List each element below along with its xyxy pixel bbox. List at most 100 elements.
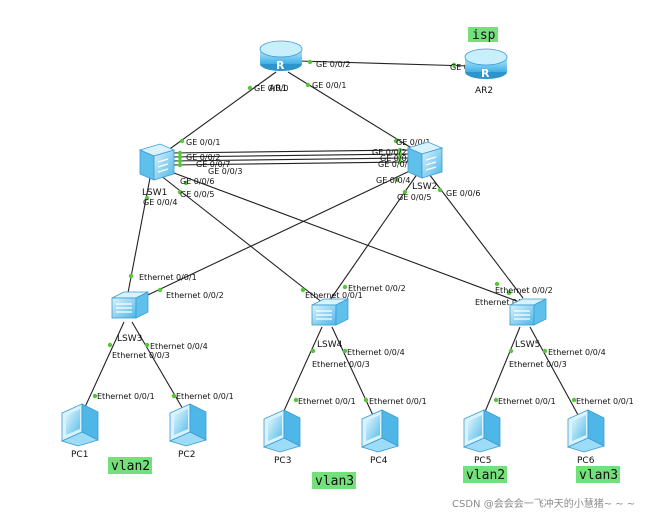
port-dot (397, 151, 403, 157)
port-dot (107, 342, 113, 348)
port-label: Ethernet 0/0/4 (150, 342, 208, 351)
pc-icon (566, 409, 606, 453)
vlan-tag-label: vlan2 (111, 459, 150, 474)
port-dot (402, 189, 408, 195)
router-ar2[interactable]: isp R AR2 (464, 27, 508, 96)
port-dot (506, 290, 512, 296)
device-label-ar2: AR2 (475, 86, 493, 96)
port-dot (307, 59, 313, 65)
device-label-lsw4: LSW4 (317, 340, 343, 350)
vlan-tag: vlan3 (312, 472, 356, 489)
link-lsw3-pc1 (79, 321, 125, 419)
switch-lsw4[interactable]: LSW4 (311, 298, 349, 350)
pc-icon (262, 409, 302, 453)
pc-pc5[interactable]: PC5 (462, 409, 502, 466)
device-label-lsw2: LSW2 (412, 182, 437, 192)
port-label: GE 0/0/0 (254, 84, 288, 93)
device-label-lsw3: LSW3 (117, 334, 142, 344)
link-lsw1-lsw2-d (169, 161, 411, 166)
isp-tag (468, 27, 498, 42)
vlan-tag: vlan2 (108, 457, 152, 474)
port-dot (183, 180, 189, 186)
port-dot (397, 159, 403, 165)
port-labels: GE 0/0/2 GE 0/0/0 GE 0/0/0 GE 0/0/1 GE 0… (97, 60, 634, 406)
vlan-tag-label: vlan2 (466, 468, 505, 483)
switch-lsw5[interactable]: LSW5 (509, 298, 547, 350)
switch-lsw2[interactable]: LSW2 (406, 141, 444, 192)
link-lsw2-lsw5 (425, 169, 524, 299)
link-ar1-lsw1 (159, 71, 277, 157)
device-label-pc4: PC4 (370, 456, 388, 466)
core-switch-icon (406, 141, 444, 179)
switch-lsw1[interactable]: LSW1 (138, 143, 176, 198)
port-dot (177, 154, 183, 160)
port-label: Ethernet 0/0/1 (139, 273, 197, 282)
port-label: GE 0/0/4 (143, 198, 177, 207)
port-label: Ethernet 0/0/1 (305, 291, 363, 300)
link-lsw4-pc4 (331, 326, 378, 425)
pc-pc6[interactable]: PC6 (566, 409, 606, 466)
access-switch-icon (509, 298, 547, 326)
port-label: Ethernet 0/0/4 (548, 348, 606, 357)
port-label: GE 0/0/1 (396, 138, 430, 147)
port-dot (397, 147, 403, 153)
router-icon: R (464, 48, 508, 80)
port-label: Ethernet 0/0/3 (112, 351, 170, 360)
port-label: GE 0/0/2 (316, 60, 350, 69)
router-icon: R (259, 40, 303, 72)
port-dot (171, 393, 177, 399)
switch-lsw3[interactable]: LSW3 (111, 291, 149, 344)
link-lsw2-lsw3 (132, 167, 417, 303)
port-dot (451, 62, 457, 68)
port-dot (247, 85, 253, 91)
port-label: Ethernet 0/0/4 (347, 348, 405, 357)
port-label: GE 0/0/3 (378, 160, 412, 169)
device-label-pc3: PC3 (274, 456, 291, 466)
device-label-lsw5: LSW5 (515, 340, 540, 350)
svg-text:R: R (276, 59, 285, 72)
vlan-tag: vlan2 (463, 466, 507, 483)
vlan-tag-label: vlan3 (315, 474, 354, 489)
port-dot (363, 397, 369, 403)
pc-icon (462, 409, 502, 453)
port-dot (342, 284, 348, 290)
port-label: GE 0/0/2 (372, 148, 406, 157)
access-switch-icon (311, 298, 349, 326)
port-dot (177, 162, 183, 168)
port-dot (177, 189, 183, 195)
pc-pc3[interactable]: PC3 (262, 409, 302, 466)
router-ar1[interactable]: R AR1 (259, 40, 303, 94)
port-dot (92, 393, 98, 399)
port-dot (128, 273, 134, 279)
port-label: GE 0/0/6 (446, 189, 480, 198)
port-label: Ethernet 0/0/2 (348, 284, 406, 293)
port-dot (177, 158, 183, 164)
link-lsw1-lsw5 (165, 169, 523, 304)
device-label-lsw1: LSW1 (142, 188, 167, 198)
port-label: GE 0/0/3 (208, 167, 242, 176)
core-switch-icon (138, 143, 176, 181)
link-lsw5-pc6 (529, 326, 584, 425)
pc-pc1[interactable]: PC1 (60, 403, 100, 460)
vlan-tag-label: vlan3 (579, 468, 618, 483)
link-lsw4-pc3 (277, 326, 323, 425)
device-label-pc5: PC5 (474, 456, 491, 466)
port-dot (177, 150, 183, 156)
pc-pc4[interactable]: PC4 (360, 409, 400, 466)
port-dot (437, 187, 443, 193)
watermark: CSDN @会会会一飞冲天的小慧猪~ ~ ~ (452, 497, 635, 510)
link-lsw1-lsw4 (159, 174, 324, 304)
port-label: GE 0/0/7 (196, 160, 230, 169)
port-dot (393, 138, 399, 144)
device-label-ar1: AR1 (269, 84, 287, 94)
pc-pc2[interactable]: PC2 (168, 403, 208, 460)
device-label-pc6: PC6 (577, 456, 595, 466)
port-label: Ethernet 0/0/1 (475, 298, 533, 307)
pc-icon (60, 403, 100, 447)
link-lsw5-pc5 (479, 326, 521, 425)
port-label: Ethernet 0/0/1 (176, 392, 234, 401)
port-dot (342, 348, 348, 354)
port-label: GE 0/0/2 (186, 153, 220, 162)
port-dot (493, 397, 499, 403)
